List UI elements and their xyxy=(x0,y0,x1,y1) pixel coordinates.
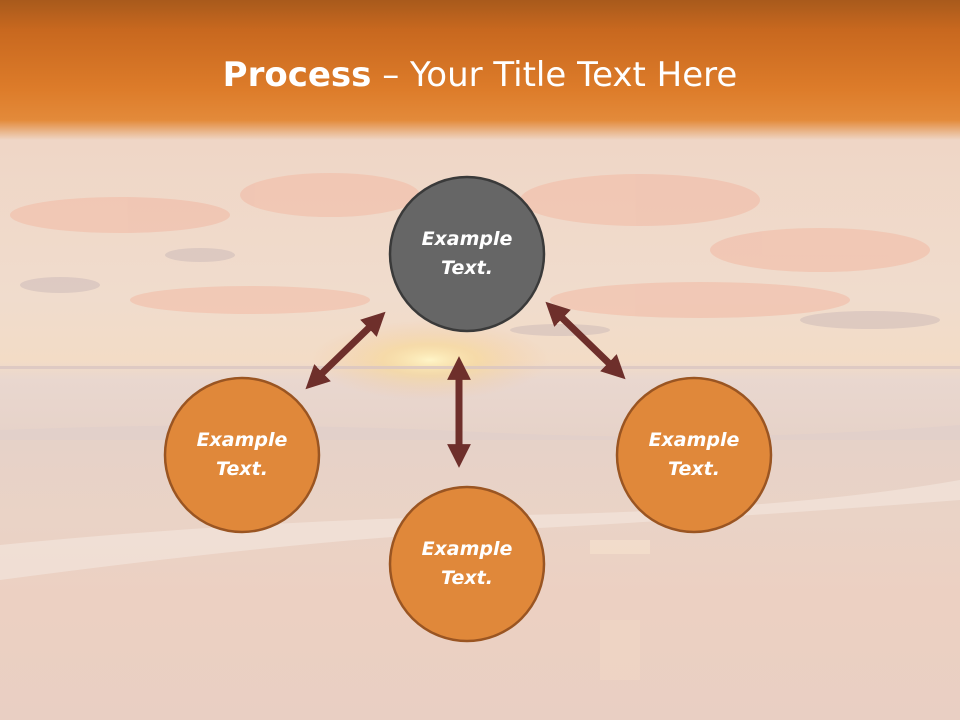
title-text: Your Title Text Here xyxy=(410,55,738,95)
slide-title: Process – Your Title Text Here xyxy=(0,52,960,98)
circle-label-right: Example Text. xyxy=(614,426,774,484)
circle-label-line2: Text. xyxy=(668,458,720,480)
circle-label-left: Example Text. xyxy=(162,426,322,484)
process-circle-left xyxy=(163,376,321,534)
process-circle-bottom xyxy=(388,485,546,643)
title-bar xyxy=(0,0,960,140)
double-arrow-top-left xyxy=(305,311,386,390)
title-separator: – xyxy=(371,55,411,95)
circle-label-line1: Example xyxy=(196,429,288,451)
circle-label-line2: Text. xyxy=(216,458,268,480)
process-circle-right xyxy=(615,376,773,534)
title-bold-word: Process xyxy=(222,55,372,95)
circle-label-line2: Text. xyxy=(441,257,493,279)
double-arrow-top-right xyxy=(545,301,626,380)
circle-label-bottom: Example Text. xyxy=(387,535,547,593)
circle-label-line1: Example xyxy=(421,538,513,560)
circle-label-line1: Example xyxy=(648,429,740,451)
process-circle-top xyxy=(388,175,546,333)
circle-label-line2: Text. xyxy=(441,567,493,589)
circle-label-top: Example Text. xyxy=(387,225,547,283)
circle-label-line1: Example xyxy=(421,228,513,250)
